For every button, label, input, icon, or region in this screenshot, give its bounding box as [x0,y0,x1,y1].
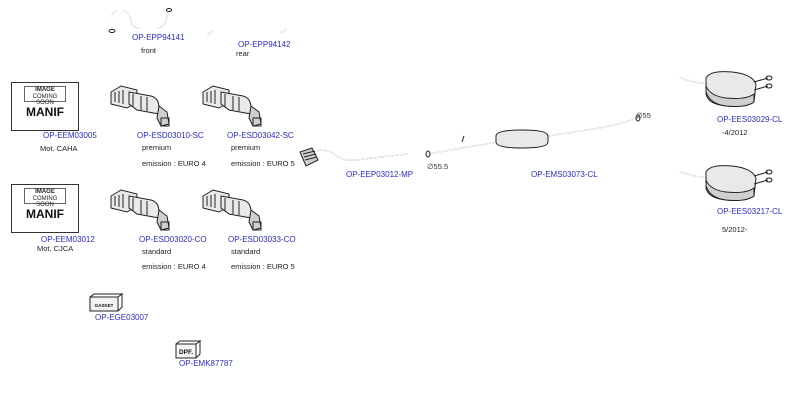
part-code-ege03007[interactable]: OP-EGE03007 [95,313,149,322]
part-code-epp94141[interactable]: OP-EPP94141 [132,33,185,42]
part-code-eep03012[interactable]: OP-EEP03012-MP [346,170,414,179]
front-pipe-image[interactable] [108,6,178,36]
rear-silencer-ees03217-image[interactable] [676,160,776,208]
front-pipe-flex-image[interactable] [298,142,412,172]
gasket-icon-text: GASKET [95,303,114,308]
part-code-epp94142[interactable]: OP-EPP94142 [238,40,291,49]
dpf-esd03042-image[interactable] [199,82,269,130]
emission-euro4: emission : EURO 4 [142,159,206,168]
date-range-until-4-2012: -4/2012 [722,128,748,137]
front-label: front [141,46,157,55]
emission-euro4: emission : EURO 4 [142,262,206,271]
rear-silencer-ees03029-image[interactable] [676,66,776,114]
manifold-label: MANIF [26,105,64,119]
dpf-esd03010-image[interactable] [107,82,177,130]
part-code-ems03073[interactable]: OP-EMS03073-CL [531,170,598,179]
part-code-emk87787[interactable]: OP-EMK87787 [179,359,233,368]
grade-standard: standard [142,247,172,256]
grade-premium: premium [231,143,261,152]
part-code-eem03005[interactable]: OP-EEM03005 [43,131,97,140]
emission-euro5: emission : EURO 5 [231,159,295,168]
gasket-kit-icon[interactable]: GASKET [88,293,124,315]
date-range-from-5-2012: 5/2012- [722,225,748,234]
dpf-esd03033-image[interactable] [199,186,269,234]
part-code-esd03010[interactable]: OP-ESD03010-SC [137,131,204,140]
grade-premium: premium [142,143,172,152]
part-code-eem03012[interactable]: OP-EEM03012 [41,235,95,244]
part-code-ees03029[interactable]: OP-EES03029-CL [717,115,783,124]
emission-euro5: emission : EURO 5 [231,262,295,271]
dpf-esd03020-image[interactable] [107,186,177,234]
grade-standard: standard [231,247,261,256]
middle-silencer-image[interactable] [424,112,642,164]
rear-label: rear [236,49,250,58]
part-code-ees03217[interactable]: OP-EES03217-CL [717,207,783,216]
diameter-rear-dimension: ∅55 [636,111,651,120]
part-code-esd03042[interactable]: OP-ESD03042-SC [227,131,294,140]
dpf-kit-icon[interactable]: DPF. [174,340,202,360]
manifold-label: MANIF [26,207,64,221]
engine-label-caha: Mot. CAHA [40,144,78,153]
diameter-front-dimension: ∅55.5 [427,162,449,171]
dpf-icon-text: DPF. [179,349,193,356]
rear-pipe-image[interactable] [204,24,288,44]
engine-label-cjca: Mot. CJCA [37,244,74,253]
part-code-esd03033[interactable]: OP-ESD03033-CO [228,235,296,244]
part-code-esd03020[interactable]: OP-ESD03020-CO [139,235,207,244]
